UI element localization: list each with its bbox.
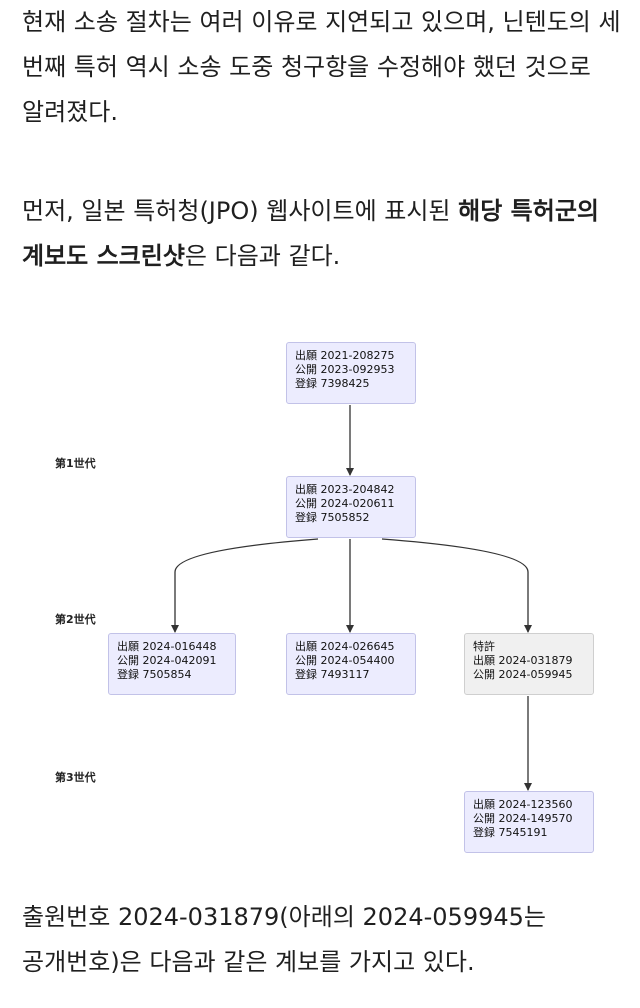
- node-root: 出願 2021-208275 公開 2023-092953 登録 7398425: [286, 342, 416, 404]
- node-gen3: 出願 2024-123560 公開 2024-149570 登録 7545191: [464, 791, 594, 853]
- node-gen1: 出願 2023-204842 公開 2024-020611 登録 7505852: [286, 476, 416, 538]
- paragraph-3: 출원번호 2024-031879(아래의 2024-059945는 공개번호)은…: [22, 895, 622, 985]
- edge-gen1-gen2a: [171, 538, 319, 633]
- node-line: 公開 2024-054400: [295, 654, 395, 667]
- node-line: 公開 2024-020611: [295, 497, 395, 510]
- paragraph-2-suffix: 은 다음과 같다.: [184, 242, 341, 270]
- paragraph-1-text: 현재 소송 절차는 여러 이유로 지연되고 있으며, 닌텐도의 세 번째 특허 …: [22, 8, 621, 126]
- paragraph-3-text: 출원번호 2024-031879(아래의 2024-059945는 공개번호)은…: [22, 903, 546, 976]
- node-line: 出願 2021-208275: [295, 349, 395, 362]
- node-line: 公開 2024-149570: [473, 812, 573, 825]
- generation-label-1: 第1世代: [55, 457, 96, 470]
- diagram-connectors: [171, 405, 532, 791]
- paragraph-2-prefix: 먼저, 일본 특허청(JPO) 웹사이트에 표시된: [22, 197, 459, 225]
- node-line: 公開 2024-042091: [117, 654, 217, 667]
- node-line: 登録 7398425: [295, 377, 370, 390]
- paragraph-2-bold: 해당 특허군의 계보도 스크린샷: [22, 197, 599, 270]
- node-line: 特許: [473, 640, 495, 653]
- paragraph-2: 먼저, 일본 특허청(JPO) 웹사이트에 표시된 해당 특허군의 계보도 스크…: [22, 189, 622, 279]
- node-line: 出願 2024-016448: [117, 640, 217, 653]
- node-line: 登録 7493117: [295, 668, 370, 681]
- edge-gen1-gen2c: [381, 538, 532, 633]
- patent-family-diagram: 第1世代 第2世代 第3世代 出願 2021-208275 公開 2023-09…: [0, 320, 640, 880]
- node-line: 出願 2024-026645: [295, 640, 395, 653]
- paragraph-1: 현재 소송 절차는 여러 이유로 지연되고 있으며, 닌텐도의 세 번째 특허 …: [22, 0, 622, 135]
- node-gen2b: 出願 2024-026645 公開 2024-054400 登録 7493117: [286, 633, 416, 695]
- node-line: 出願 2024-031879: [473, 654, 573, 667]
- generation-label-3: 第3世代: [55, 771, 96, 784]
- node-line: 出願 2023-204842: [295, 483, 395, 496]
- node-gen2c: 特許 出願 2024-031879 公開 2024-059945: [464, 633, 594, 695]
- node-line: 登録 7505852: [295, 511, 370, 524]
- node-line: 公開 2023-092953: [295, 363, 395, 376]
- node-line: 出願 2024-123560: [473, 798, 573, 811]
- node-line: 登録 7545191: [473, 826, 548, 839]
- node-gen2a: 出願 2024-016448 公開 2024-042091 登録 7505854: [108, 633, 236, 695]
- generation-label-2: 第2世代: [55, 613, 96, 626]
- node-line: 公開 2024-059945: [473, 668, 573, 681]
- node-line: 登録 7505854: [117, 668, 192, 681]
